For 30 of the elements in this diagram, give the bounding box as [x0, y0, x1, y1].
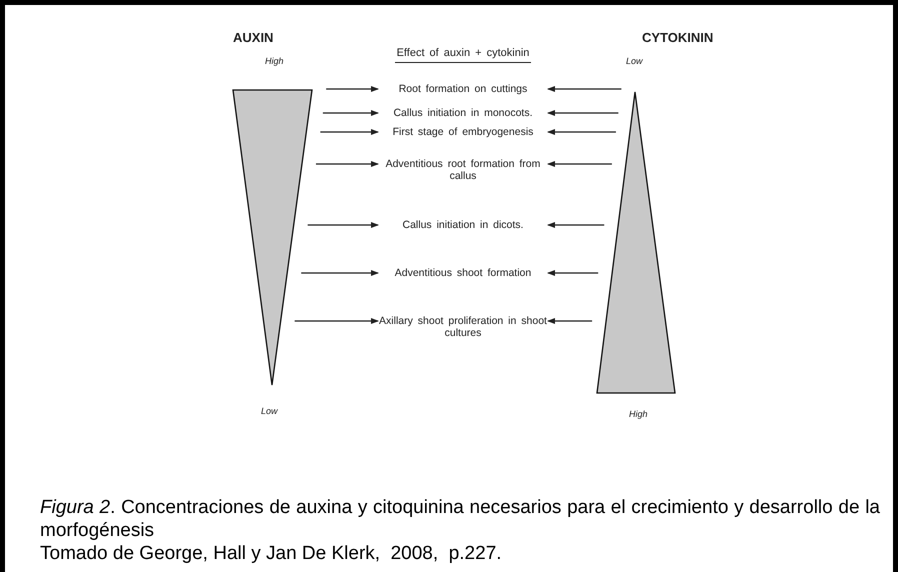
arrow [316, 161, 379, 167]
arrow [547, 318, 592, 324]
level-label: Low [626, 56, 643, 66]
arrow [294, 318, 379, 324]
column-heading: CYTOKININ [642, 30, 714, 45]
arrow [547, 129, 616, 135]
arrow [308, 222, 379, 228]
arrow [320, 129, 379, 135]
arrow [326, 86, 379, 92]
arrow [322, 110, 379, 116]
effect-text: Root formation on cuttings [378, 83, 548, 95]
arrow [547, 222, 604, 228]
arrow [547, 161, 612, 167]
source-citation: Tomado de George, Hall y Jan De Klerk, 2008, p.227. [40, 542, 503, 565]
effect-text: First stage of embryogenesis [378, 126, 548, 138]
arrow [547, 270, 598, 276]
figure-caption: Figura 2. Concentraciones de auxina y citoquinina necesarios para el crecimiento y desarrollo de la morfogénesis [40, 496, 880, 542]
effect-text: Callus initiation in dicots. [378, 219, 548, 231]
effect-text: Adventitious shoot formation [378, 267, 548, 279]
level-label: High [629, 409, 648, 419]
effect-text: Adventitious root formation from callus [378, 158, 548, 182]
arrow [547, 86, 622, 92]
column-heading: AUXIN [233, 30, 274, 45]
arrow [301, 270, 379, 276]
level-label: Low [261, 406, 278, 416]
diagram-heading: Effect of auxin + cytokinin [394, 47, 532, 63]
arrow [547, 110, 618, 116]
effect-text: Axillary shoot proliferation in shoot cultures [378, 315, 548, 339]
level-label: High [265, 56, 284, 66]
effect-text: Callus initiation in monocots. [378, 107, 548, 119]
